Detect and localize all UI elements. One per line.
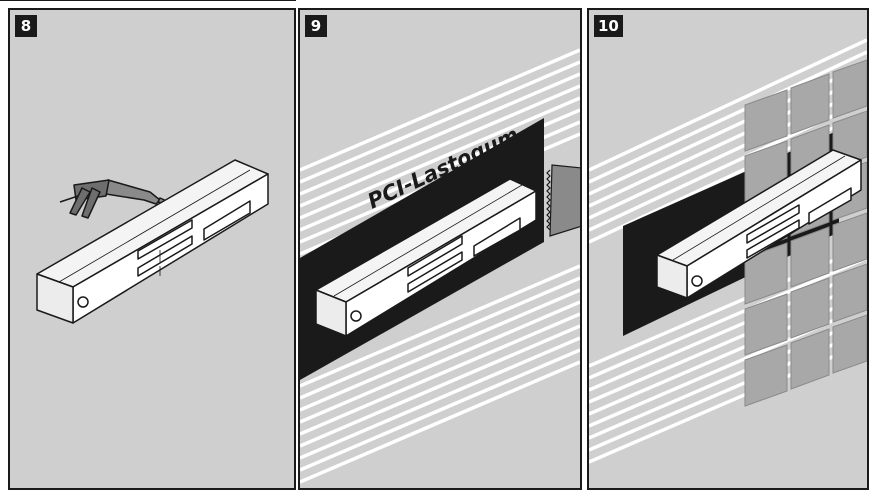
step-number-badge: 8 xyxy=(15,15,37,37)
step-number-badge: 10 xyxy=(594,15,623,37)
step-9-illustration: PCI-Lastogum xyxy=(300,48,580,484)
caulking-gun xyxy=(59,179,179,219)
step-number-badge: 9 xyxy=(305,15,327,37)
notched-trowel-icon xyxy=(546,164,580,237)
installation-module-box xyxy=(36,159,269,324)
installation-module-box xyxy=(315,178,537,337)
top-rule xyxy=(0,0,296,1)
wall-texture-lines xyxy=(300,48,580,484)
step-9-panel: 9 PCI-Lastogum xyxy=(298,8,582,490)
installation-module-box xyxy=(656,149,862,299)
step-8-illustration xyxy=(36,159,269,324)
step-10-illustration xyxy=(589,38,867,464)
step-8-panel: 8 xyxy=(8,8,296,490)
step-10-panel: 10 xyxy=(587,8,869,490)
